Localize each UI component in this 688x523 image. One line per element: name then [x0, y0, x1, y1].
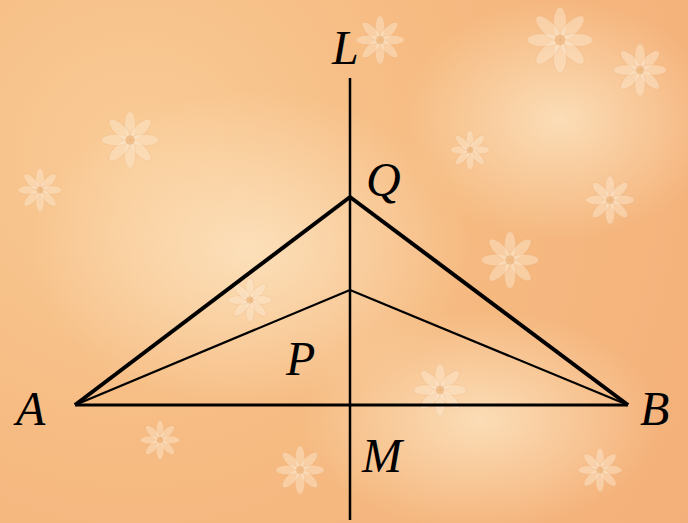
point-label: P: [286, 335, 315, 383]
flower-petal: [453, 133, 473, 153]
point-label: M: [362, 432, 402, 480]
flower-petal: [581, 451, 603, 473]
flower-center: [125, 135, 134, 144]
flower-petal: [21, 171, 43, 193]
flower-petal: [143, 423, 163, 443]
flower-center: [376, 36, 384, 44]
flower-petal: [279, 449, 303, 473]
point-label: B: [640, 385, 669, 433]
segment-ab: [75, 404, 628, 407]
perpendicular-bisector: [349, 78, 352, 520]
flower-center: [606, 196, 614, 204]
segment-qb: [350, 197, 628, 405]
flower-petal: [418, 368, 444, 394]
flower-center: [436, 386, 445, 395]
flower-center: [467, 147, 473, 153]
flower-center: [505, 255, 514, 264]
segment-ap: [75, 290, 350, 405]
point-label: Q: [366, 156, 401, 204]
flower-petal: [486, 236, 514, 264]
flower-center: [596, 466, 603, 473]
segment-aq: [75, 197, 350, 405]
flower-center: [246, 296, 253, 303]
flower-center: [555, 35, 566, 46]
point-label: L: [332, 24, 359, 72]
point-label: A: [16, 385, 45, 433]
flower-petal: [106, 116, 134, 144]
flower-center: [296, 466, 304, 474]
flower-center: [636, 66, 645, 75]
flower-petal: [618, 48, 644, 74]
flower-petal: [359, 19, 383, 43]
flower-center: [36, 186, 43, 193]
flower-petal: [532, 12, 565, 45]
segment-pb: [350, 290, 628, 405]
flower-center: [157, 437, 163, 443]
flower-petal: [589, 179, 613, 203]
